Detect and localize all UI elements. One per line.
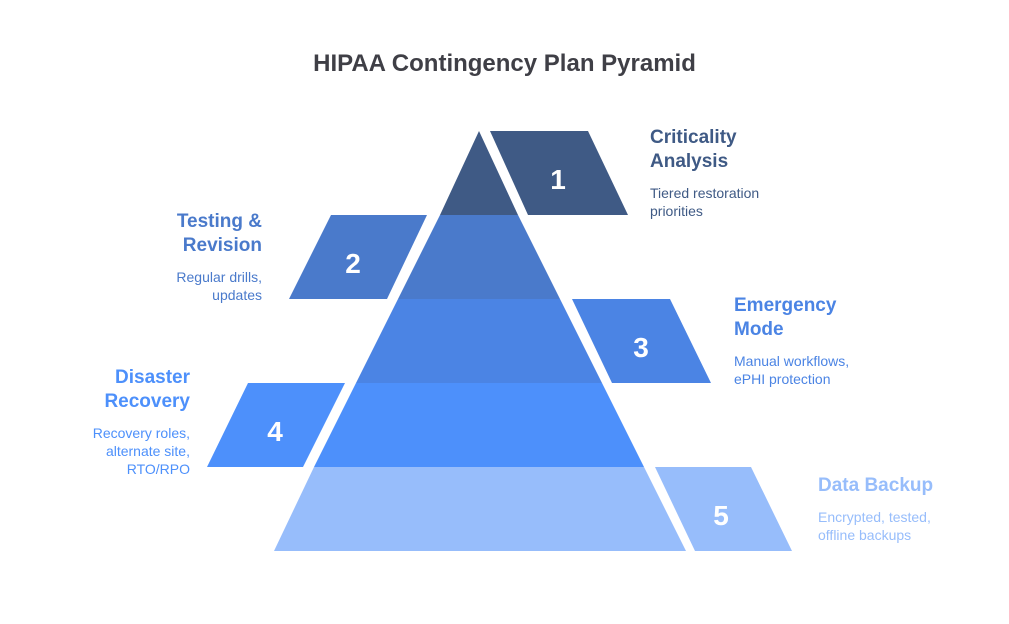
level-4-heading: Disaster Recovery — [0, 366, 190, 414]
diagram-title: HIPAA Contingency Plan Pyramid — [313, 50, 696, 77]
level-3-description-line: ePHI protection — [734, 371, 831, 387]
level-1-label: Criticality Analysis Tiered restoration … — [650, 126, 850, 220]
level-4-description-line: alternate site, — [105, 443, 190, 459]
level-4-label: Disaster Recovery Recovery roles, altern… — [0, 366, 190, 478]
level-3-description-line: Manual workflows, — [734, 353, 850, 369]
level-3-heading-line: Emergency — [734, 295, 837, 316]
level-1-heading: Criticality Analysis — [650, 126, 850, 174]
number-label-3: 3 — [633, 332, 649, 363]
level-2-heading-line: Revision — [182, 235, 262, 256]
level-2-label: Testing & Revision Regular drills, updat… — [62, 210, 262, 304]
level-2-description-line: updates — [212, 287, 262, 303]
level-3-description: Manual workflows, ePHI protection — [734, 352, 934, 388]
level-5-description-line: Encrypted, tested, — [818, 509, 931, 525]
level-3-heading: Emergency Mode — [734, 294, 934, 342]
level-1-heading-line: Analysis — [650, 151, 729, 172]
number-tag-5: 5 — [655, 467, 792, 551]
level-3-label: Emergency Mode Manual workflows, ePHI pr… — [734, 294, 934, 388]
pyramid — [274, 131, 686, 551]
level-2-description: Regular drills, updates — [62, 268, 262, 304]
level-1-heading-line: Criticality — [650, 127, 737, 148]
level-5-heading-line: Data Backup — [818, 475, 934, 496]
pyramid-tier-5 — [274, 467, 686, 551]
number-label-2: 2 — [345, 248, 361, 279]
number-tag-3: 3 — [572, 299, 711, 383]
level-5-label: Data Backup Encrypted, tested, offline b… — [818, 474, 998, 544]
number-tag-2: 2 — [289, 215, 427, 299]
level-4-description-line: Recovery roles, — [92, 425, 190, 441]
number-label-4: 4 — [267, 416, 283, 447]
level-1-description-line: priorities — [650, 203, 703, 219]
level-2-heading: Testing & Revision — [62, 210, 262, 258]
number-tag-1: 1 — [490, 131, 628, 215]
number-tag-4: 4 — [207, 383, 345, 467]
number-label-1: 1 — [550, 164, 566, 195]
level-4-description: Recovery roles, alternate site, RTO/RPO — [0, 424, 190, 478]
level-1-description: Tiered restoration priorities — [650, 184, 850, 220]
level-5-description: Encrypted, tested, offline backups — [818, 508, 998, 544]
pyramid-tier-4 — [314, 383, 644, 467]
level-1-description-line: Tiered restoration — [650, 185, 760, 201]
level-4-heading-line: Recovery — [104, 391, 190, 412]
level-5-heading: Data Backup — [818, 474, 998, 498]
level-3-heading-line: Mode — [734, 319, 784, 340]
level-4-description-line: RTO/RPO — [126, 461, 190, 477]
pyramid-tier-3 — [356, 299, 602, 383]
level-2-description-line: Regular drills, — [176, 269, 262, 285]
level-2-heading-line: Testing & — [176, 211, 262, 232]
pyramid-tier-2 — [398, 215, 560, 299]
level-4-heading-line: Disaster — [115, 367, 190, 388]
number-label-5: 5 — [713, 500, 729, 531]
number-tags: 1 2 3 4 5 — [207, 131, 792, 551]
level-5-description-line: offline backups — [818, 527, 912, 543]
pyramid-tier-1 — [440, 131, 518, 215]
